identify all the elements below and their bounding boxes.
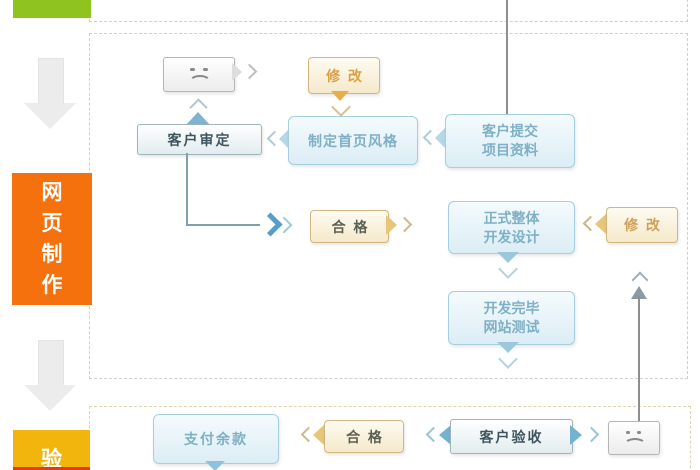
down-arrow-shaft xyxy=(38,58,64,104)
sad-face-eye xyxy=(637,431,641,434)
down-arrow-icon xyxy=(24,340,76,411)
customer-submit-line2: 项目资料 xyxy=(482,142,538,158)
sad-face-mouth xyxy=(189,75,211,89)
arrowhead-up xyxy=(631,286,647,299)
down-arrow-shaft xyxy=(38,340,64,386)
customer-review-box: 客户审定 xyxy=(137,124,262,155)
pointer-down xyxy=(205,461,225,470)
pointer-down xyxy=(497,252,519,263)
pointer-left xyxy=(435,127,446,149)
sad-face-eye xyxy=(203,68,208,71)
pay-balance-label: 支付余款 xyxy=(184,431,248,447)
qualified-box-bottom: 合格 xyxy=(324,420,404,453)
sad-face-eye xyxy=(626,431,630,434)
customer-submit-line1: 客户提交 xyxy=(482,123,538,139)
stage-block-next xyxy=(13,467,90,470)
stage-block-web-production-label: 网页制作 xyxy=(41,181,63,297)
modify-box-right: 修改 xyxy=(606,207,678,243)
qualified-box-mid: 合格 xyxy=(310,210,389,243)
pointer-left xyxy=(279,128,290,150)
customer-acceptance-label: 客户验收 xyxy=(479,428,544,445)
formal-dev-line1: 正式整体 xyxy=(483,209,540,226)
customer-review-label: 客户审定 xyxy=(167,131,232,148)
sad-face-mouth xyxy=(624,438,646,451)
sad-face-icon xyxy=(609,422,659,454)
revision-sad-face-box-bottom xyxy=(608,421,660,455)
pointer-down xyxy=(497,342,519,353)
qualified-mid-label: 合格 xyxy=(331,218,376,235)
pointer-left xyxy=(313,425,324,445)
homepage-style-label: 制定首页风格 xyxy=(308,132,398,149)
stage-block-acceptance: 验 xyxy=(13,430,90,467)
formal-dev-line2: 开发设计 xyxy=(483,228,540,245)
qualified-bottom-label: 合格 xyxy=(346,428,390,445)
customer-submit-box: 客户提交 项目资料 xyxy=(445,114,575,168)
down-arrow-head xyxy=(24,385,76,411)
stage-block-previous xyxy=(13,0,91,18)
sad-face-icon xyxy=(164,58,234,91)
review-to-qualified-connector-h xyxy=(186,224,260,226)
formal-development-box: 正式整体 开发设计 xyxy=(448,201,575,254)
pointer-right xyxy=(570,425,582,445)
homepage-style-box: 制定首页风格 xyxy=(288,116,418,165)
modify-box-top: 修改 xyxy=(308,57,380,94)
pay-balance-box: 支付余款 xyxy=(153,414,279,464)
phase-panel-top xyxy=(89,0,688,22)
dev-complete-line2: 网站测试 xyxy=(483,319,540,335)
review-to-qualified-connector-v xyxy=(186,153,188,226)
connector-from-top xyxy=(506,0,508,114)
dev-complete-line1: 开发完毕 xyxy=(483,300,540,316)
sad-face-eye xyxy=(190,68,195,71)
revision-sad-face-box-top xyxy=(163,57,235,92)
stage-block-web-production: 网页制作 xyxy=(12,173,92,305)
down-arrow-icon xyxy=(24,58,76,129)
modify-top-label: 修改 xyxy=(326,67,370,84)
pointer-right xyxy=(232,63,242,81)
pointer-down xyxy=(331,91,349,101)
modify-right-label: 修改 xyxy=(624,217,668,233)
feedback-connector-up xyxy=(638,296,640,421)
dev-complete-box: 开发完毕 网站测试 xyxy=(448,291,575,345)
down-arrow-head xyxy=(24,103,76,129)
stage-block-acceptance-label: 验 xyxy=(41,448,62,467)
pointer-right xyxy=(386,215,397,235)
customer-acceptance-box: 客户验收 xyxy=(450,419,573,454)
pointer-left xyxy=(595,214,606,234)
pointer-up xyxy=(186,112,210,125)
pointer-left xyxy=(439,425,451,445)
